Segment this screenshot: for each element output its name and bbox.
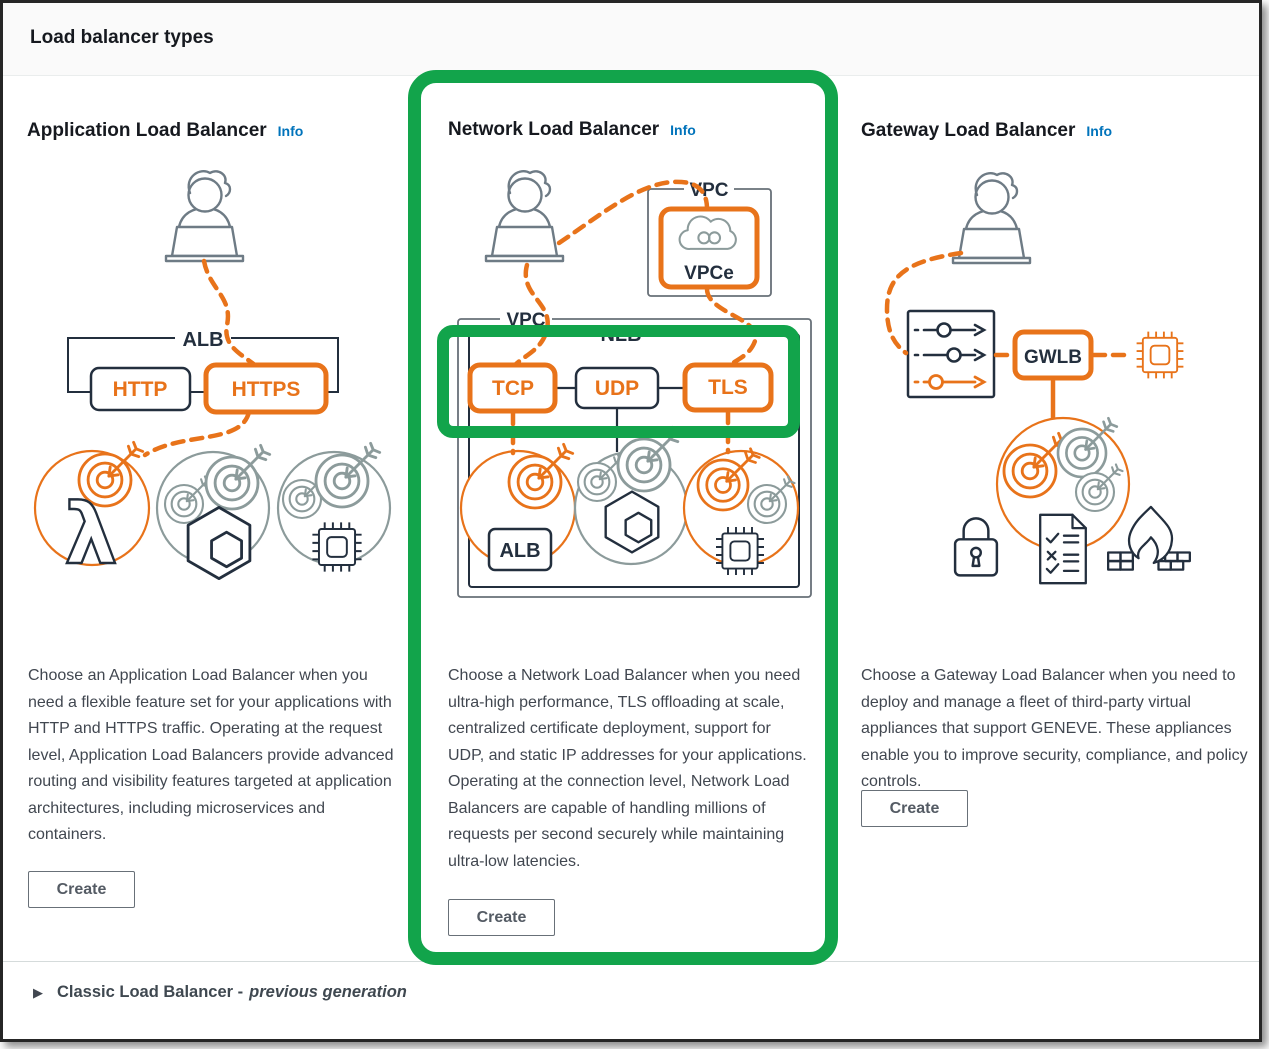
classic-label: Classic Load Balancer -: [57, 983, 244, 1001]
alb-architecture-diagram: ALB HTTP HTTPS λ: [33, 170, 392, 584]
nlb-description: Choose a Network Load Balancer when you …: [448, 667, 807, 870]
user-laptop-icon: [484, 170, 565, 263]
nlb-architecture-diagram: VPC VPCe VPC NLB TCP UDP TLS ALB: [457, 170, 812, 598]
alb-target-label: ALB: [499, 540, 540, 562]
traffic-dashed-line: [142, 409, 252, 458]
lock-icon: [953, 517, 999, 577]
alb-info-link[interactable]: Info: [277, 123, 304, 139]
http-listener-box: [89, 366, 192, 412]
gwlb-box: [1012, 329, 1094, 381]
nlb-create-button[interactable]: Create: [448, 899, 555, 936]
expand-arrow-icon: ▶: [33, 984, 43, 1000]
nlb-group-label: NLB: [600, 324, 641, 346]
alb-create-button[interactable]: Create: [28, 871, 135, 908]
appliance-chip-icon: [1135, 330, 1185, 380]
footer-divider: [3, 961, 1259, 962]
user-laptop-icon: [951, 172, 1032, 265]
vpc-top-label: VPC: [689, 180, 728, 201]
gwlb-description: Choose a Gateway Load Balancer when you …: [861, 667, 1248, 790]
panel-title: Load balancer types: [30, 27, 214, 48]
panel-header: Load balancer types: [3, 3, 1259, 76]
gwlb-architecture-diagram: GWLB: [884, 172, 1191, 585]
https-label: HTTPS: [232, 378, 301, 401]
classic-label-italic: previous generation: [249, 983, 407, 1001]
vpc-box: [457, 318, 812, 598]
nlb-title-text: Network Load Balancer: [448, 119, 660, 140]
gwlb-info-link[interactable]: Info: [1086, 123, 1113, 139]
route-table-icon: [906, 309, 996, 399]
alb-card-title: Application Load Balancer Info: [27, 120, 303, 142]
vpc-label: VPC: [506, 310, 545, 331]
gwlb-label: GWLB: [1024, 347, 1082, 368]
chip-icon: [311, 521, 363, 573]
tls-label: TLS: [708, 376, 748, 399]
traffic-dashed-line: [704, 286, 758, 368]
chip-icon: [715, 526, 765, 576]
classic-load-balancer-expander[interactable]: ▶ Classic Load Balancer - previous gener…: [33, 983, 407, 1002]
vpce-label: VPCe: [684, 263, 734, 284]
alb-target-box: [487, 527, 553, 572]
traffic-dashed-line: [556, 179, 710, 246]
alb-description: Choose an Application Load Balancer when…: [28, 667, 394, 843]
traffic-dashed-line: [201, 258, 258, 368]
http-label: HTTP: [113, 378, 168, 401]
gwlb-card-title: Gateway Load Balancer Info: [861, 120, 1112, 142]
tcp-label: TCP: [492, 377, 534, 400]
checklist-document-icon: [1039, 513, 1087, 585]
gwlb-title-text: Gateway Load Balancer: [861, 120, 1076, 141]
nlb-info-link[interactable]: Info: [670, 122, 696, 138]
alb-group-label: ALB: [182, 329, 223, 351]
gwlb-create-button[interactable]: Create: [861, 790, 968, 827]
https-listener-box: [203, 362, 329, 415]
lambda-icon: λ: [64, 485, 117, 583]
user-laptop-icon: [164, 170, 245, 263]
alb-title-text: Application Load Balancer: [27, 120, 267, 141]
nlb-card-title: Network Load Balancer Info: [448, 119, 696, 141]
traffic-dashed-line: [884, 250, 964, 356]
udp-label: UDP: [595, 377, 639, 400]
